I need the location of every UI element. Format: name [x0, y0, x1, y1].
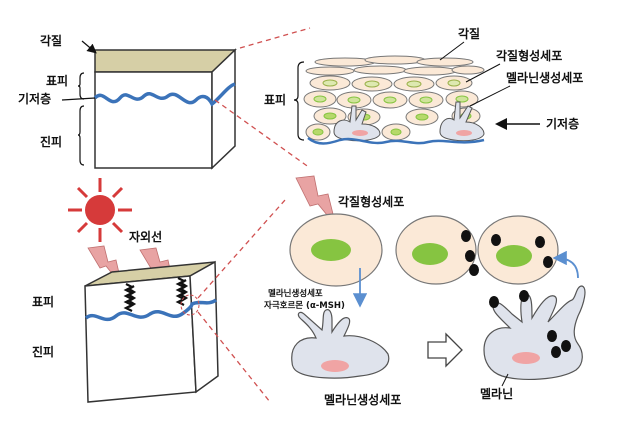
skin-top-labels: 각질 표피 기저층 진피: [18, 33, 97, 166]
label-melanocyte-process: 멜라닌생성세포: [324, 392, 401, 407]
basal-cell-b-nucleus: [312, 128, 324, 136]
basal-membrane-wave: [307, 136, 485, 145]
zoom-line-bottom-2: [197, 311, 271, 403]
keratinocyte-right-1-nucleus: [412, 243, 448, 265]
melanocyte-basal-2: [439, 101, 485, 142]
zoom-line-top-1: [239, 27, 311, 49]
keratinocyte-large: [289, 213, 383, 287]
label-msh-line2: 자극호르몬 (α-MSH): [264, 300, 345, 311]
keratinocyte-pair: [395, 215, 559, 285]
pointer-corneum-zoom: [439, 41, 465, 61]
skin-block-top-front: [94, 71, 213, 169]
brace-epidermis-top: [77, 72, 85, 100]
label-melanin: 멜라닌: [480, 386, 513, 401]
zoom-top-labels: 각질 각질형성세포 멜라닌생성세포 표피 기저층: [264, 26, 583, 141]
sun-icon: [68, 178, 132, 242]
label-stratum-corneum-top: 각질: [40, 33, 62, 48]
keratinocyte-row-2: [303, 90, 479, 109]
uv-bolt-3: [295, 175, 337, 227]
label-epidermis-bottom: 표피: [32, 294, 54, 309]
skin-block-top-face: [94, 49, 237, 73]
label-epidermis-zoom: 표피: [264, 92, 286, 107]
epidermis-cells-zoom: [303, 55, 485, 145]
label-melanocyte-zoom: 멜라닌생성세포: [506, 70, 583, 85]
melanin-granules-lower: [489, 290, 571, 358]
highlight-circle-bottom: [180, 294, 200, 316]
label-keratinocyte-process: 각질형성세포: [338, 194, 404, 209]
melanocyte-pigmented: [483, 285, 586, 380]
label-msh-line1: 멜라닌생성세포: [268, 288, 323, 299]
melanocyte-pigmented-nucleus: [512, 352, 540, 364]
label-dermis-top: 진피: [40, 134, 62, 149]
skin-block-top: [93, 48, 237, 170]
skin-block-top-side: [211, 48, 236, 170]
label-basal-top: 기저층: [18, 91, 51, 106]
pointer-basal-top: [61, 97, 96, 101]
basal-layer-wave-bottom: [84, 298, 218, 322]
keratinocyte-right-2-nucleus: [496, 245, 532, 267]
transfer-arrow: [552, 250, 579, 279]
label-keratinocyte-zoom: 각질형성세포: [496, 48, 562, 63]
label-dermis-bottom: 진피: [32, 344, 54, 359]
melanin-granules-upper: [461, 230, 553, 276]
pointer-keratinocyte-zoom: [465, 63, 501, 83]
pointer-melanin: [501, 373, 509, 387]
keratinocyte-row-1: [309, 75, 473, 92]
zoom-line-bottom-1: [197, 199, 286, 299]
corneum-flat-cells: [305, 55, 485, 76]
brace-dermis-top: [77, 105, 85, 166]
basal-cell-a-nucleus: [390, 128, 402, 136]
skin-block-bottom: [84, 260, 219, 403]
basal-layer-wave-top: [93, 82, 236, 107]
pointer-stratum-corneum: [81, 40, 97, 54]
zoom-line-top-2: [214, 99, 311, 169]
pointer-melanocyte-zoom: [469, 85, 511, 107]
keratinocyte-large-nucleus: [311, 239, 351, 261]
melanin-clusters: [123, 277, 189, 312]
label-uv: 자외선: [129, 229, 162, 244]
melanocyte-process: [291, 309, 390, 379]
skin-block-bottom-side: [189, 260, 219, 394]
label-basal-zoom: 기저층: [546, 116, 579, 131]
melanocyte-process-nucleus: [321, 360, 349, 372]
brace-epidermis-zoom: [293, 61, 305, 141]
process-arrow: [427, 332, 463, 368]
label-stratum-corneum-zoom: 각질: [458, 26, 480, 41]
label-epidermis-top: 표피: [46, 73, 68, 88]
